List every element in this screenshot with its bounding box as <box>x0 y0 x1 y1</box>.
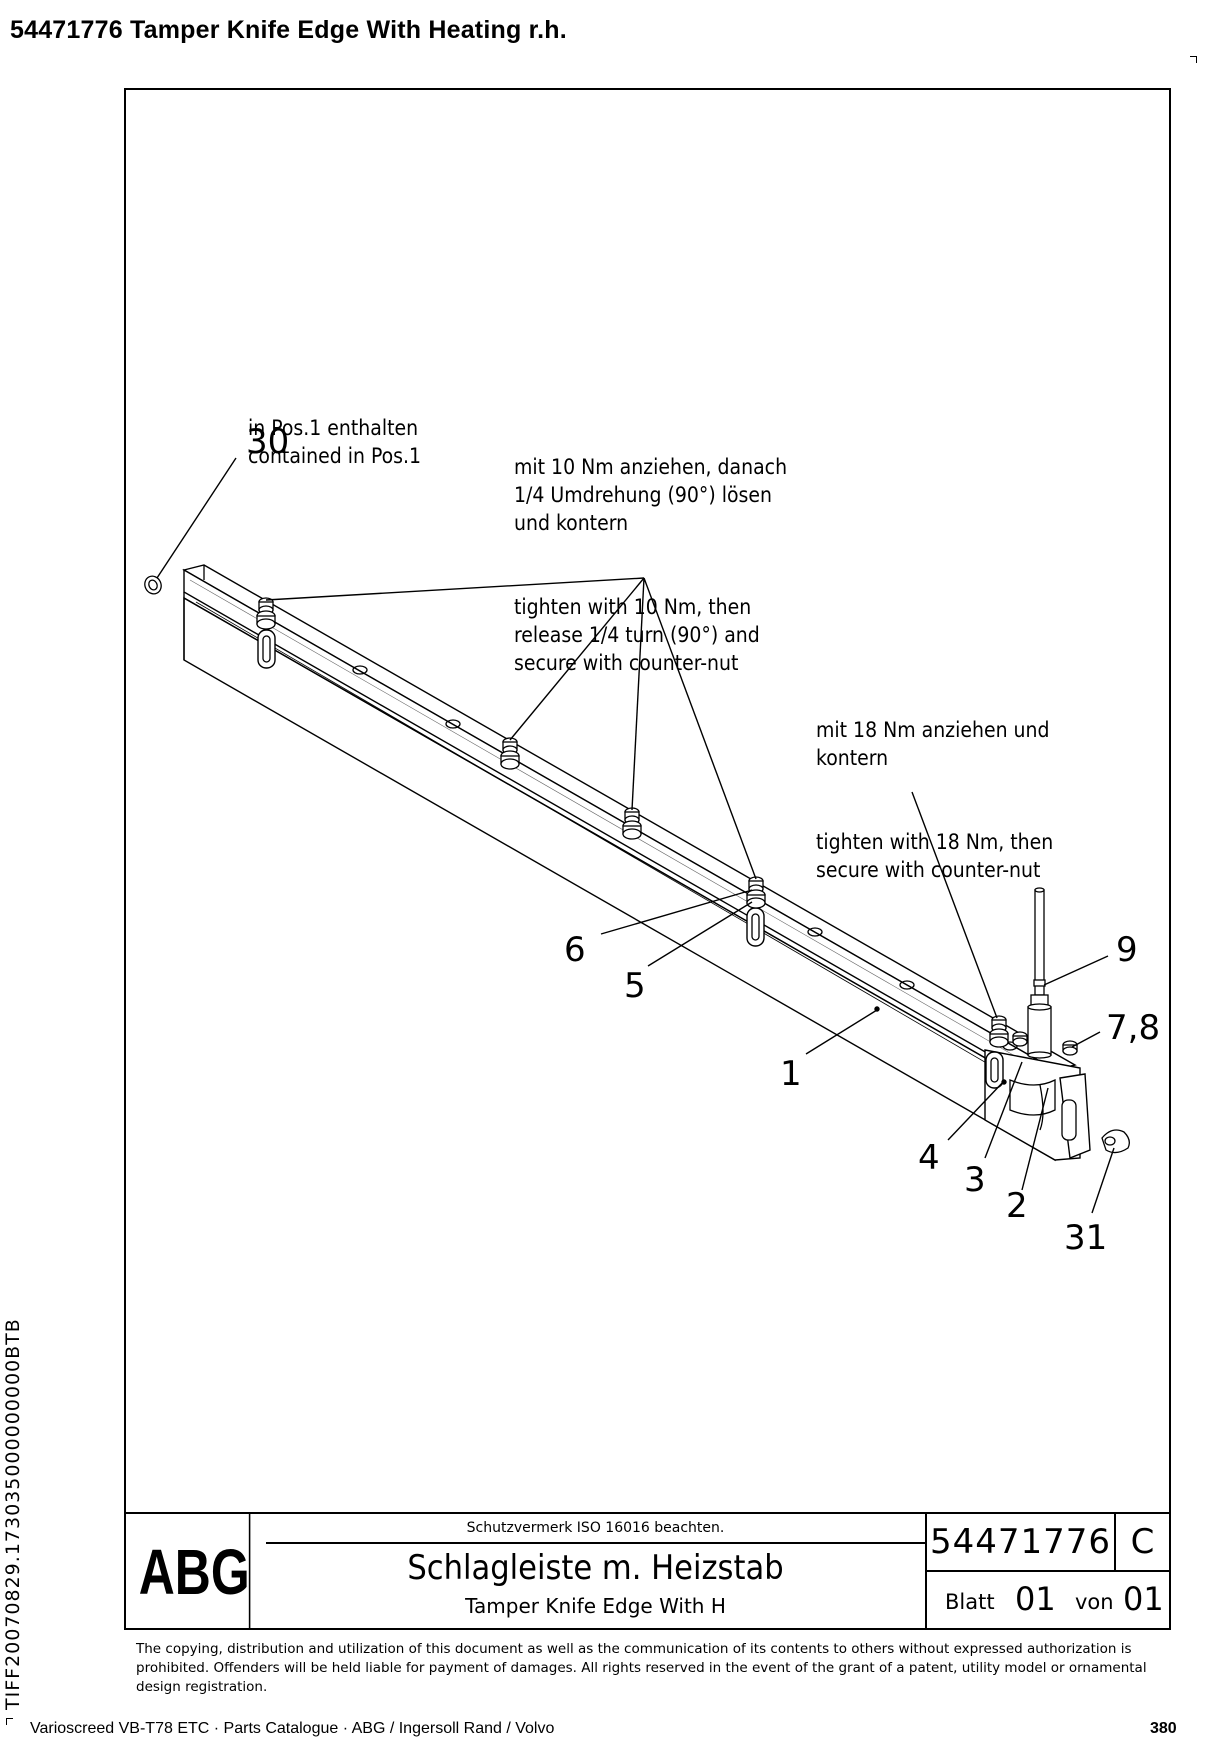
sheet-label: Blatt <box>945 1590 995 1614</box>
callout-31: 31 <box>1064 1218 1108 1258</box>
part-30-plug <box>144 575 162 595</box>
corner-mark-bottom <box>6 1718 13 1725</box>
side-file-code: TIFF20070829.173035000000000BTB <box>2 1318 24 1710</box>
drawing-name-en: Tamper Knife Edge With H <box>465 1594 726 1618</box>
sheet-total: 01 <box>1123 1580 1164 1618</box>
page-title: 54471776 Tamper Knife Edge With Heating … <box>10 16 567 44</box>
leader-lines <box>156 457 1115 1214</box>
heating-rod <box>1027 887 1052 1059</box>
page-number: 380 <box>1150 1720 1177 1737</box>
bolts <box>256 597 1078 1056</box>
callout-9: 9 <box>1116 930 1138 970</box>
callout-6: 6 <box>564 930 586 970</box>
callout-4: 4 <box>918 1138 940 1178</box>
of-label: von <box>1075 1590 1114 1614</box>
copyright-notice: The copying, distribution and utilizatio… <box>136 1641 1147 1695</box>
callout-30: 30 <box>246 422 290 462</box>
drawing-number: 54471776 <box>927 1514 1116 1572</box>
drawing-frame <box>124 88 1171 1630</box>
sheet-number: 01 <box>1015 1580 1056 1618</box>
callout-5: 5 <box>624 966 646 1006</box>
revision: C <box>1116 1514 1169 1572</box>
part-31-plug <box>1101 1129 1130 1154</box>
sheet-info: Blatt 01 von 01 <box>927 1572 1169 1630</box>
corner-mark <box>1190 56 1197 63</box>
drawing-name-de: Schlagleiste m. Heizstab <box>407 1548 784 1588</box>
protection-notice: Schutzvermerk ISO 16016 beachten. <box>266 1514 925 1544</box>
title-block-number: 54471776 C Blatt 01 von 01 <box>927 1514 1169 1630</box>
callout-7-8: 7,8 <box>1106 1008 1161 1048</box>
callout-2: 2 <box>1006 1186 1028 1226</box>
footer-catalogue: Varioscreed VB-T78 ETC · Parts Catalogue… <box>30 1720 555 1737</box>
title-block-name: Schutzvermerk ISO 16016 beachten. Schlag… <box>266 1514 927 1630</box>
abg-logo: ABG <box>139 1514 251 1630</box>
title-block: ABG Schutzvermerk ISO 16016 beachten. Sc… <box>124 1512 1171 1630</box>
callout-3: 3 <box>964 1160 986 1200</box>
callout-1: 1 <box>780 1054 802 1094</box>
